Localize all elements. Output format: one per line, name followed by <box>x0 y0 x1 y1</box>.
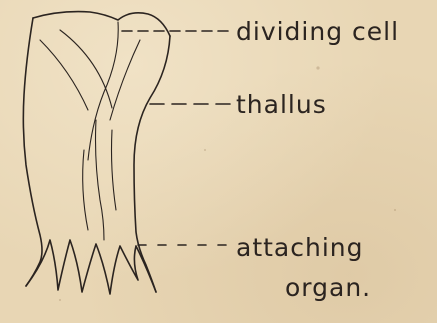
attaching-organ-label-line1: attaching <box>236 233 364 262</box>
dividing-cell-outline <box>33 12 170 36</box>
thallus-left-edge <box>23 18 42 286</box>
attaching-organ-outline <box>26 240 156 294</box>
thallus-fold-line <box>60 30 112 108</box>
paper-texture <box>59 66 396 301</box>
leader-lines <box>122 31 232 245</box>
thallus-fold-line <box>83 150 88 230</box>
thallus-fold-line <box>40 40 88 110</box>
thallus-label: thallus <box>236 90 327 119</box>
dividing-cell-label: dividing cell <box>236 17 399 46</box>
attaching-organ-label-line2: organ. <box>285 273 371 302</box>
organism-drawing <box>23 12 170 294</box>
thallus-fold-line <box>88 22 118 160</box>
thallus-fold-line <box>110 40 140 120</box>
thallus-fold-line <box>112 130 117 210</box>
thallus-fold-line <box>96 120 105 240</box>
